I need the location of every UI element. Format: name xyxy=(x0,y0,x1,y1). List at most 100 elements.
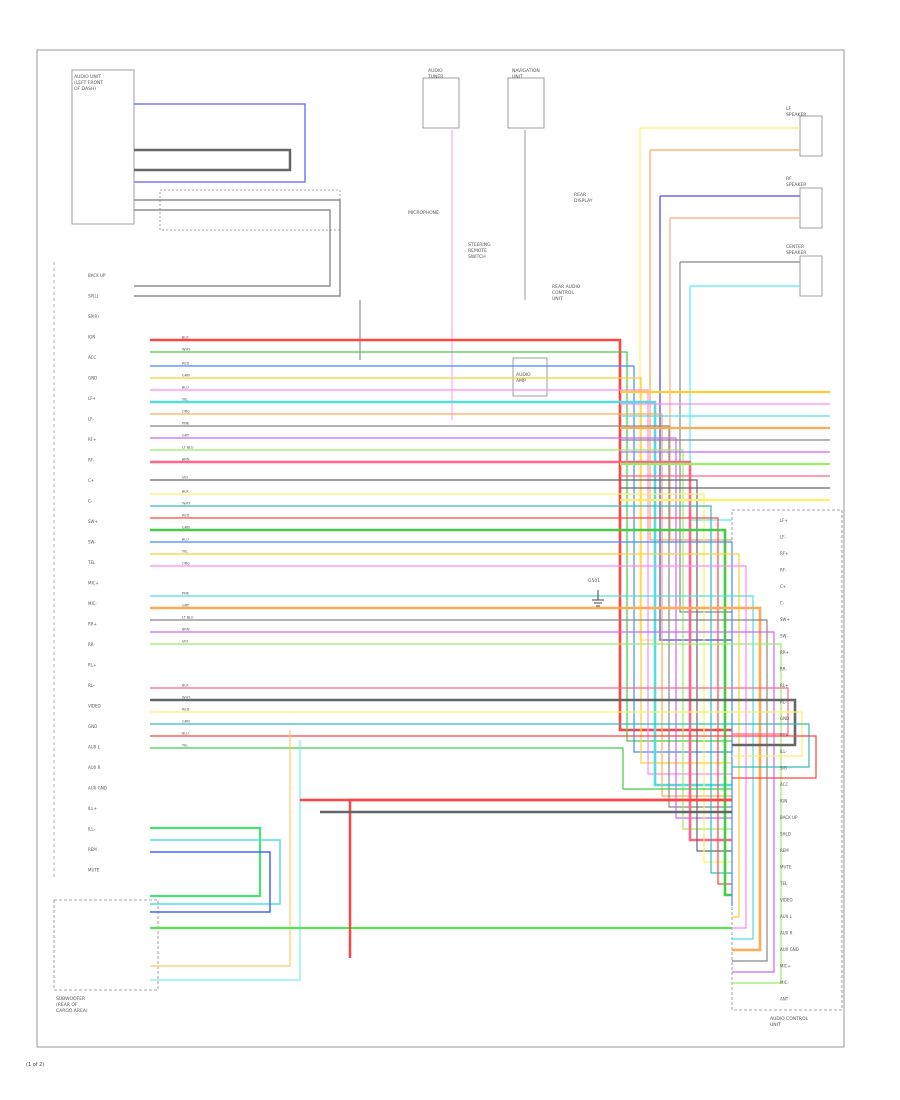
right-pin-label: RR- xyxy=(780,667,787,672)
wire-bus-23 xyxy=(150,631,775,973)
label-ground: G501 xyxy=(588,578,600,584)
wire-bus-26 xyxy=(150,698,797,747)
wire-sub-5 xyxy=(150,740,301,981)
wire-color-label: BLU xyxy=(182,386,189,390)
label-subwoofer-2: (REAR OF xyxy=(56,1002,78,1008)
wire-audio-loop-2 xyxy=(134,148,292,172)
label-speaker-rf-1: RF xyxy=(786,176,792,182)
wire-bus-9 xyxy=(150,437,732,819)
wire-color-label: GRY xyxy=(182,604,190,608)
right-pin-label: BACK UP xyxy=(780,815,798,820)
left-pin-label: LF+ xyxy=(88,396,96,401)
left-pin-label: REM xyxy=(88,847,97,852)
right-pin-label: ILL+ xyxy=(780,733,789,738)
wire-bus-11 xyxy=(150,460,732,842)
wires xyxy=(134,103,830,984)
ground-symbol xyxy=(592,590,604,607)
right-pin-labels: LF+LF-RF+RF-C+C-SW+SW-RR+RR-RL+RL-GNDILL… xyxy=(779,518,799,1002)
subwoofer-box xyxy=(53,899,159,991)
wire-bus-1 xyxy=(150,338,732,732)
wire-color-label: BLU xyxy=(182,538,189,542)
wire-sub-2 xyxy=(150,839,281,905)
label-remote-3: SWITCH xyxy=(468,254,486,260)
label-audio-unit-1: AUDIO UNIT xyxy=(74,74,101,80)
wire-speaker-lf-neg xyxy=(649,149,800,541)
label-audio-unit-3: OF DASH) xyxy=(74,86,96,92)
right-pin-label: RL+ xyxy=(780,683,788,688)
wire-audio-loop-1 xyxy=(134,103,306,183)
label-subwoofer-3: CARGO AREA) xyxy=(56,1008,88,1014)
wire-sub-3 xyxy=(150,851,271,913)
wire-color-label: YEL xyxy=(182,550,188,554)
right-pin-label: MIC+ xyxy=(780,964,791,969)
wire-speaker-lf-pos xyxy=(639,127,800,641)
wire-bus-5 xyxy=(150,389,732,775)
right-pin-label: IGN xyxy=(780,799,787,804)
left-pin-label: RF+ xyxy=(88,437,96,442)
wire-color-label: GRY xyxy=(182,434,190,438)
label-speaker-rf-2: SPEAKER xyxy=(786,182,806,188)
wire-color-label: BLU xyxy=(182,732,189,736)
label-speaker-lf-1: LF xyxy=(786,106,792,112)
left-pin-label: BACK UP xyxy=(88,273,106,278)
wire-bus-28 xyxy=(150,723,810,768)
label-rear-display-1: REAR xyxy=(574,192,586,198)
right-pin-label: GND xyxy=(780,716,789,721)
label-nav-2: UNIT xyxy=(512,74,523,80)
wire-color-label: YEL xyxy=(182,398,188,402)
left-pin-label: RL- xyxy=(88,683,95,688)
speaker-c-box xyxy=(799,255,823,297)
label-speaker-lf-2: SPEAKER xyxy=(786,112,806,118)
label-amp-1: AUDIO xyxy=(516,372,531,378)
left-pin-label: C- xyxy=(88,499,93,504)
label-rear-display-2: DISPLAY xyxy=(574,198,593,204)
right-pin-label: MUTE xyxy=(780,865,792,870)
wire-color-label: GRN xyxy=(182,374,190,378)
diagram-border xyxy=(36,49,845,1048)
wire-color-label: GRN xyxy=(182,720,190,724)
left-pin-label: SW- xyxy=(88,540,96,545)
left-pin-label: VIDEO xyxy=(88,704,101,709)
left-pin-label: RF- xyxy=(88,458,95,463)
right-pin-label: VIDEO xyxy=(780,898,793,903)
left-pin-label: RL+ xyxy=(88,663,96,668)
right-pin-label: C+ xyxy=(780,584,786,589)
right-pin-label: RF- xyxy=(780,568,787,573)
label-control-unit-1: AUDIO CONTROL xyxy=(770,1016,809,1022)
figure-number: (1 of 2) xyxy=(26,1062,45,1068)
wire-color-label: PNK xyxy=(182,422,190,426)
wire-color-label: WHT xyxy=(182,696,191,700)
wire-bus-27 xyxy=(150,711,803,757)
audio-unit-box xyxy=(71,69,135,225)
wire-bus-7 xyxy=(150,413,732,797)
wire-color-label: WHT xyxy=(182,348,191,352)
wire-color-label: VIO xyxy=(182,476,188,480)
left-pin-label: LF- xyxy=(88,417,95,422)
wire-color-label: LT BLU xyxy=(182,616,194,620)
wire-sub-4 xyxy=(150,730,291,967)
right-pin-label: ANT xyxy=(780,997,789,1002)
wire-bus-24 xyxy=(150,643,782,984)
label-mic: MICROPHONE xyxy=(408,210,439,216)
right-pin-label: AUX R xyxy=(780,931,793,936)
wire-bus-3 xyxy=(150,365,732,753)
left-pin-label: RR- xyxy=(88,642,95,647)
left-pin-label: AUX R xyxy=(88,765,101,770)
label-speaker-c-1: CENTER xyxy=(786,244,804,250)
wire-color-label: VIO xyxy=(182,640,188,644)
wire-bus-6 xyxy=(150,400,732,787)
wire-speaker-c-pos xyxy=(679,261,800,613)
navigation-box xyxy=(507,77,545,129)
left-pin-label: C+ xyxy=(88,478,94,483)
left-pin-label: AUX GND xyxy=(88,786,107,791)
wire-audio-loop-4 xyxy=(134,209,331,287)
wire-color-label: LT BLU xyxy=(182,446,194,450)
left-pin-label: AUX L xyxy=(88,745,101,750)
wire-audio-loop-3 xyxy=(134,199,341,297)
left-pin-label: TEL xyxy=(87,560,96,565)
label-remote-2: REMOTE xyxy=(468,248,487,254)
wire-color-label: BLK xyxy=(182,490,189,494)
wire-bus-8 xyxy=(150,425,732,808)
